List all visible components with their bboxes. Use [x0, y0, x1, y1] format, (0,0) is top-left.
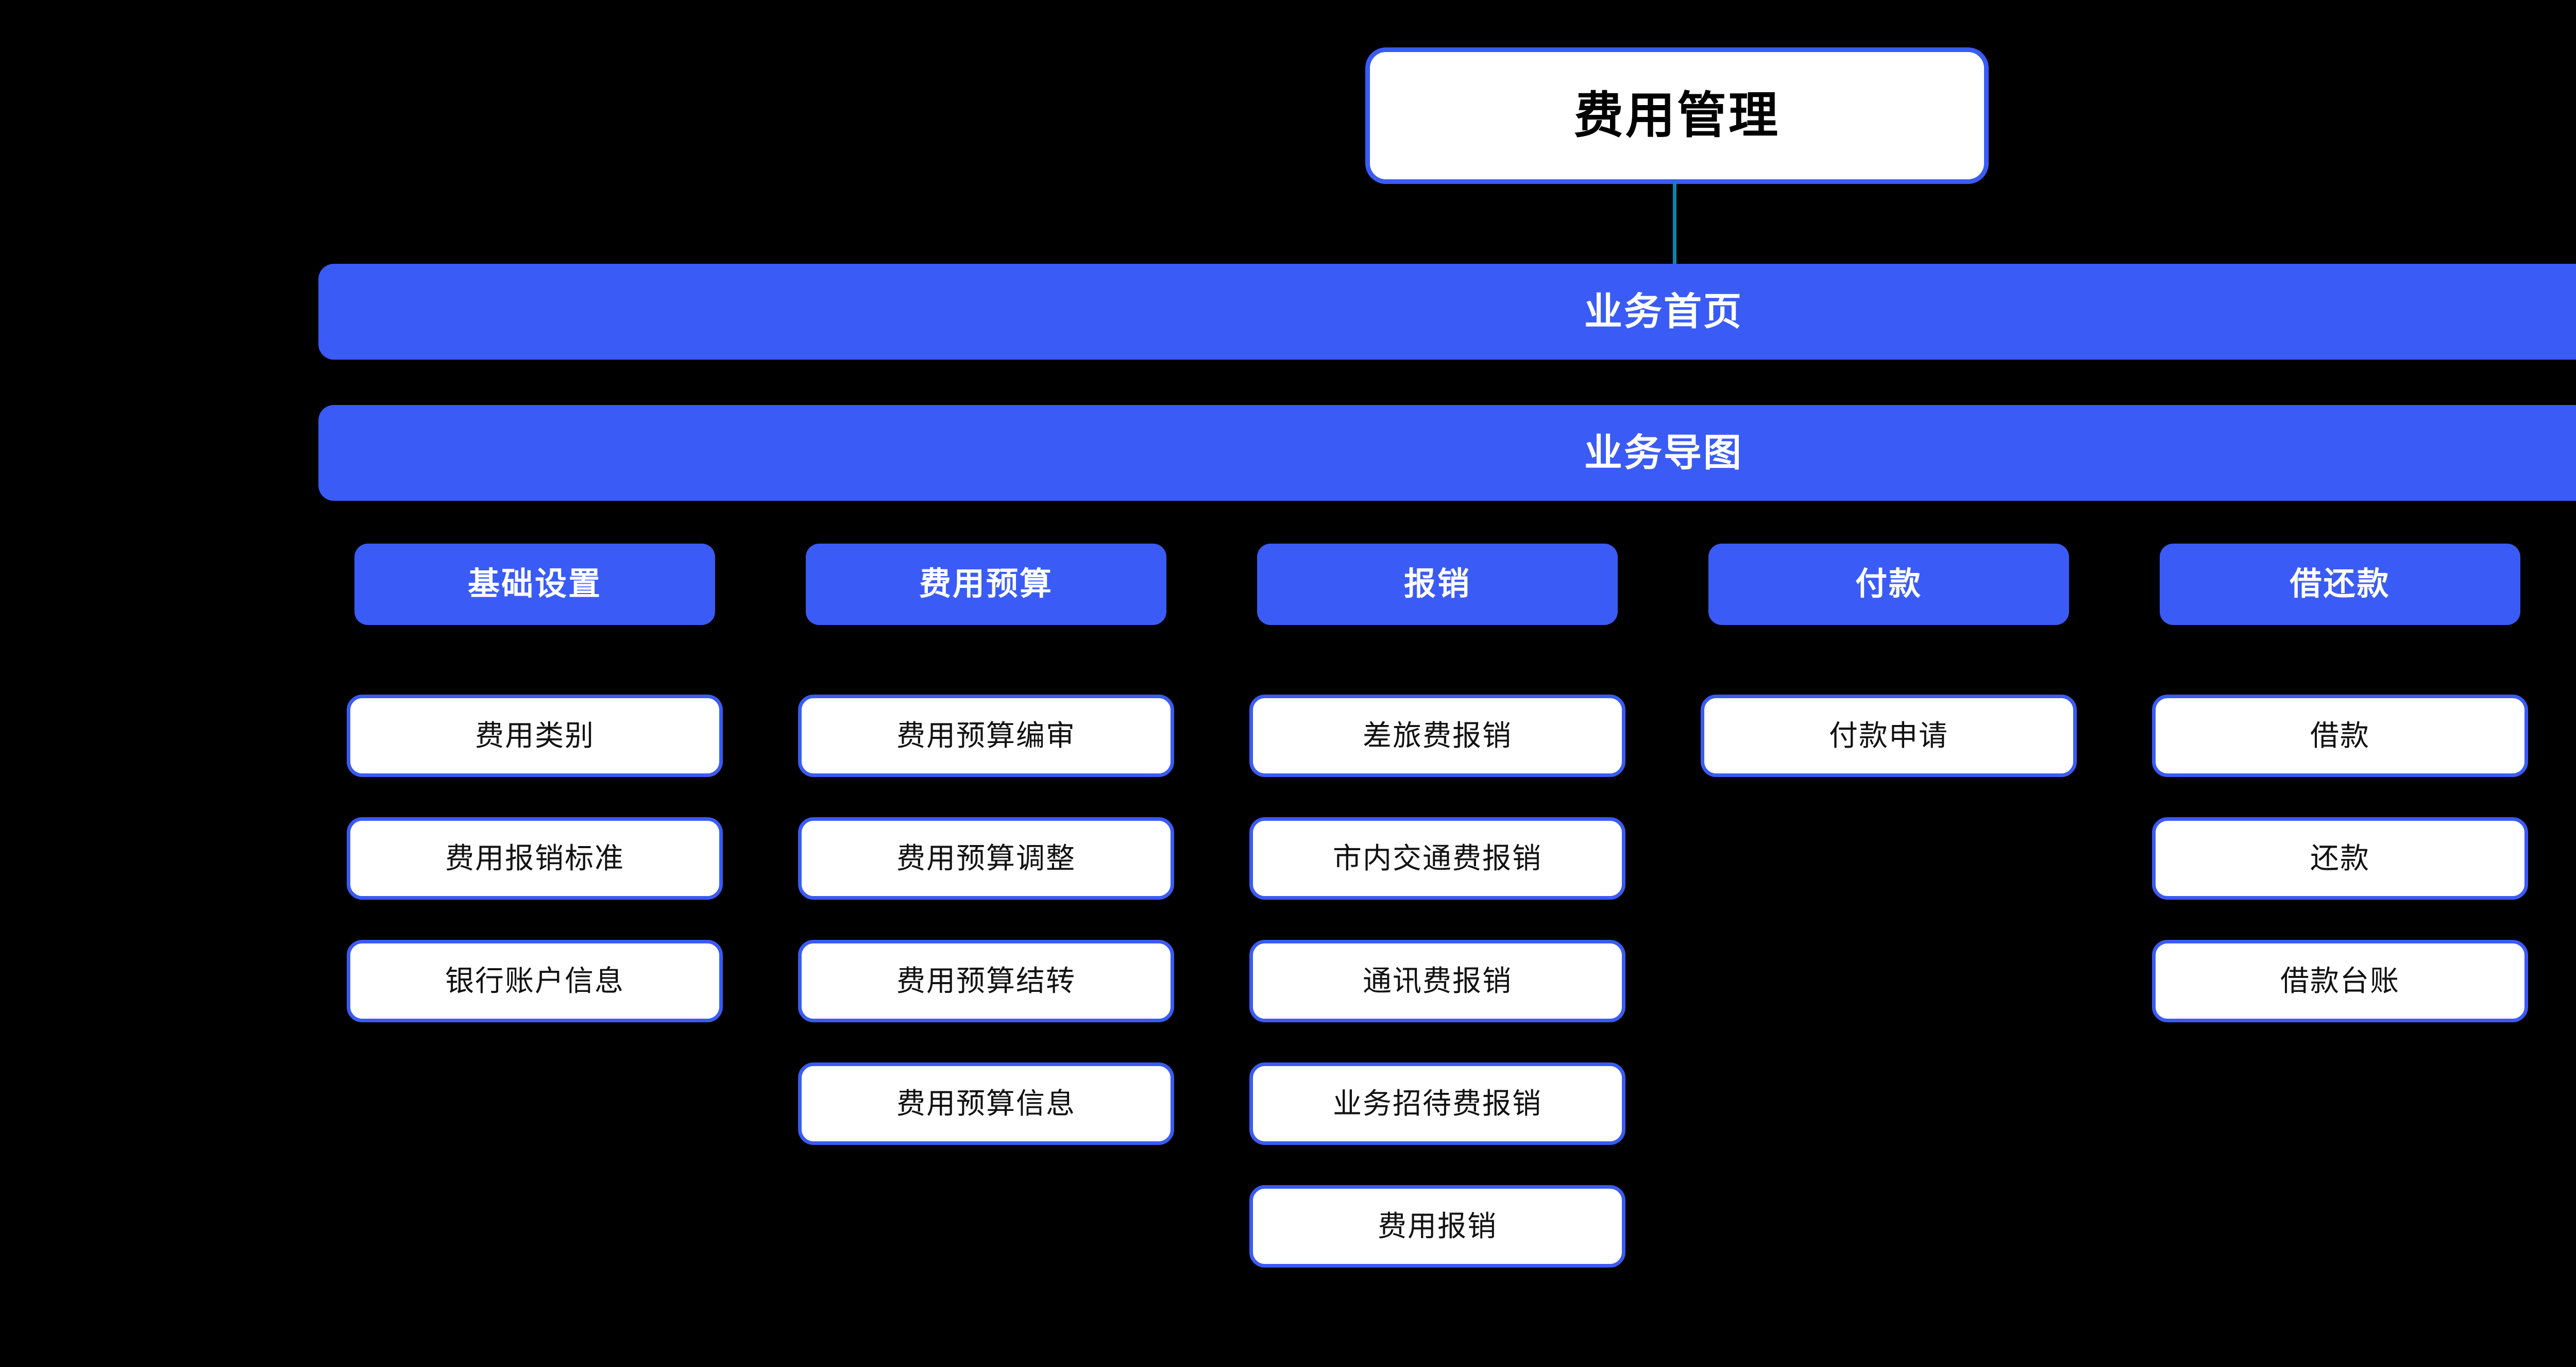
list-item[interactable]: 银行账户信息 [347, 940, 723, 1022]
column-reimbursement: 报销 差旅费报销 市内交通费报销 通讯费报销 业务招待费报销 费用报销 [1212, 544, 1663, 1268]
bar-business-home[interactable]: 业务首页 [318, 264, 2576, 360]
column-items-reimbursement: 差旅费报销 市内交通费报销 通讯费报销 业务招待费报销 费用报销 [1249, 695, 1625, 1268]
column-header-reimbursement[interactable]: 报销 [1257, 544, 1618, 625]
column-header-loan-repayment[interactable]: 借还款 [2160, 544, 2520, 625]
column-items-payment: 付款申请 [1701, 695, 2077, 777]
list-item-label: 费用预算编审 [896, 719, 1076, 752]
list-item[interactable]: 差旅费报销 [1249, 695, 1625, 777]
list-item-label: 费用预算调整 [896, 842, 1076, 874]
column-items-expense-budget: 费用预算编审 费用预算调整 费用预算结转 费用预算信息 [798, 695, 1174, 1145]
list-item-label: 还款 [2310, 842, 2370, 874]
list-item-label: 业务招待费报销 [1333, 1087, 1542, 1120]
list-item[interactable]: 还款 [2152, 817, 2528, 900]
column-payment: 付款 付款申请 [1663, 544, 2114, 1268]
list-item[interactable]: 借款台账 [2152, 940, 2528, 1022]
column-header-label: 基础设置 [467, 566, 602, 602]
bar-business-map[interactable]: 业务导图 [318, 405, 2576, 501]
category-columns-grid: 基础设置 费用类别 费用报销标准 银行账户信息 费用预算 费用预算编审 费用预算… [309, 544, 2576, 1268]
column-header-label: 借还款 [2290, 566, 2391, 602]
list-item-label: 市内交通费报销 [1333, 842, 1542, 874]
root-node-card[interactable]: 费用管理 [1365, 47, 1989, 184]
list-item[interactable]: 市内交通费报销 [1249, 817, 1625, 900]
list-item[interactable]: 付款申请 [1701, 695, 2077, 777]
bar-business-map-label: 业务导图 [1584, 431, 1743, 474]
list-item[interactable]: 费用报销 [1249, 1185, 1625, 1268]
list-item-label: 费用报销 [1378, 1210, 1497, 1242]
list-item[interactable]: 业务招待费报销 [1249, 1062, 1625, 1145]
root-node-label: 费用管理 [1574, 88, 1780, 143]
list-item-label: 通讯费报销 [1363, 965, 1512, 997]
list-item-label: 付款申请 [1829, 719, 1948, 752]
list-item-label: 费用预算信息 [896, 1087, 1076, 1120]
list-item[interactable]: 费用预算编审 [798, 695, 1174, 777]
list-item-label: 差旅费报销 [1363, 719, 1512, 752]
column-header-expense-budget[interactable]: 费用预算 [806, 544, 1166, 625]
column-header-label: 费用预算 [919, 566, 1053, 602]
list-item-label: 费用预算结转 [896, 965, 1076, 997]
list-item-label: 银行账户信息 [445, 965, 624, 997]
column-items-basic-settings: 费用类别 费用报销标准 银行账户信息 [347, 695, 723, 1022]
column-header-basic-settings[interactable]: 基础设置 [354, 544, 715, 625]
column-expense-budget: 费用预算 费用预算编审 费用预算调整 费用预算结转 费用预算信息 [760, 544, 1212, 1268]
column-loan-repayment: 借还款 借款 还款 借款台账 [2114, 544, 2566, 1268]
list-item[interactable]: 费用预算信息 [798, 1062, 1174, 1145]
bar-business-home-label: 业务首页 [1584, 290, 1743, 333]
column-header-payment[interactable]: 付款 [1708, 544, 2069, 625]
column-expense-reports: 费用报表 部门费用支出统计 部门预算使用情况 年度支出金额统计 月度费用支出对比… [2566, 544, 2576, 1268]
list-item[interactable]: 费用类别 [347, 695, 723, 777]
list-item-label: 借款 [2310, 719, 2370, 752]
list-item[interactable]: 借款 [2152, 695, 2528, 777]
list-item[interactable]: 费用预算调整 [798, 817, 1174, 900]
column-basic-settings: 基础设置 费用类别 费用报销标准 银行账户信息 [309, 544, 760, 1268]
column-items-loan-repayment: 借款 还款 借款台账 [2152, 695, 2528, 1022]
column-header-label: 报销 [1403, 566, 1471, 602]
list-item-label: 费用报销标准 [445, 842, 624, 874]
list-item-label: 借款台账 [2280, 965, 2400, 997]
list-item-label: 费用类别 [475, 719, 595, 752]
list-item[interactable]: 费用报销标准 [347, 817, 723, 900]
root-to-bar-connector-line [1673, 181, 1676, 269]
list-item[interactable]: 通讯费报销 [1249, 940, 1625, 1022]
list-item[interactable]: 费用预算结转 [798, 940, 1174, 1022]
column-header-label: 付款 [1855, 566, 1922, 602]
